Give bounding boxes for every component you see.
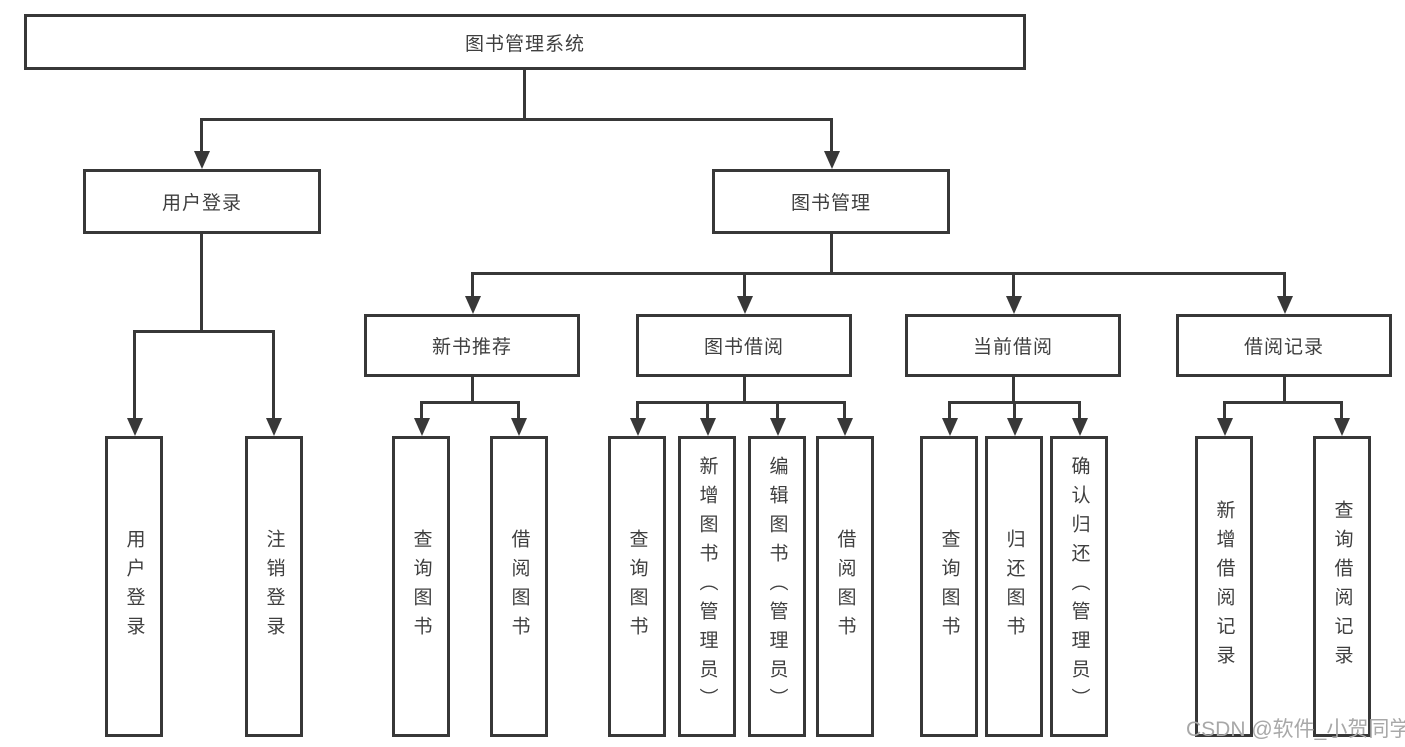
node-book-management: 图书管理 [712, 169, 950, 234]
arrow-down-icon [1006, 296, 1022, 314]
leaf-bb-borrow-book-label: 借阅图书 [834, 528, 856, 645]
arrow-down-icon [1007, 418, 1023, 436]
connector-line [1012, 272, 1015, 298]
arrow-down-icon [127, 418, 143, 436]
node-user-login: 用户登录 [83, 169, 321, 234]
leaf-bb-add-book: 新增图书（管理员） [678, 436, 736, 737]
connector-line [1223, 401, 1343, 404]
leaf-bb-edit-book: 编辑图书（管理员） [748, 436, 806, 737]
leaf-cb-confirm-return: 确认归还（管理员） [1050, 436, 1108, 737]
arrow-down-icon [700, 418, 716, 436]
leaf-logout: 注销登录 [245, 436, 303, 737]
leaf-br-query-record: 查询借阅记录 [1313, 436, 1371, 737]
leaf-nb-borrow-book-label: 借阅图书 [508, 528, 530, 645]
leaf-user-login: 用户登录 [105, 436, 163, 737]
connector-line [133, 330, 275, 333]
connector-line [471, 272, 474, 298]
connector-line [743, 377, 746, 403]
connector-line [200, 118, 833, 121]
leaf-cb-query-book: 查询图书 [920, 436, 978, 737]
node-book-borrow-label: 图书借阅 [703, 337, 784, 358]
node-book-borrow: 图书借阅 [636, 314, 852, 377]
leaf-bb-add-book-label: 新增图书（管理员） [696, 456, 718, 717]
arrow-down-icon [824, 151, 840, 169]
leaf-nb-query-book-label: 查询图书 [410, 528, 432, 645]
connector-line [523, 70, 526, 119]
node-current-borrow: 当前借阅 [905, 314, 1121, 377]
arrow-down-icon [194, 151, 210, 169]
node-borrow-record-label: 借阅记录 [1243, 337, 1324, 358]
connector-line [706, 401, 709, 420]
arrow-down-icon [1334, 418, 1350, 436]
arrow-down-icon [511, 418, 527, 436]
connector-line [272, 330, 275, 420]
node-root: 图书管理系统 [24, 14, 1026, 70]
arrow-down-icon [737, 296, 753, 314]
connector-line [776, 401, 779, 420]
leaf-br-add-record-label: 新增借阅记录 [1213, 499, 1235, 674]
connector-line [1283, 272, 1286, 298]
leaf-cb-confirm-return-label: 确认归还（管理员） [1068, 456, 1090, 717]
connector-line [133, 330, 136, 420]
leaf-bb-query-book: 查询图书 [608, 436, 666, 737]
arrow-down-icon [1217, 418, 1233, 436]
leaf-nb-query-book: 查询图书 [392, 436, 450, 737]
node-new-book-recommend: 新书推荐 [364, 314, 580, 377]
leaf-user-login-label: 用户登录 [123, 528, 145, 645]
connector-line [948, 401, 951, 420]
connector-line [1340, 401, 1343, 420]
leaf-br-add-record: 新增借阅记录 [1195, 436, 1253, 737]
connector-line [636, 401, 846, 404]
leaf-bb-edit-book-label: 编辑图书（管理员） [766, 456, 788, 717]
connector-line [200, 234, 203, 330]
arrow-down-icon [942, 418, 958, 436]
arrow-down-icon [837, 418, 853, 436]
arrow-down-icon [1277, 296, 1293, 314]
csdn-watermark: CSDN @软件_小贺同学 [1186, 718, 1405, 741]
connector-line [517, 401, 520, 420]
arrow-down-icon [465, 296, 481, 314]
arrow-down-icon [1072, 418, 1088, 436]
connector-line [1283, 377, 1286, 403]
connector-line [420, 401, 423, 420]
node-user-login-label: 用户登录 [161, 193, 242, 214]
node-current-borrow-label: 当前借阅 [972, 337, 1053, 358]
leaf-bb-query-book-label: 查询图书 [626, 528, 648, 645]
leaf-cb-query-book-label: 查询图书 [938, 528, 960, 645]
leaf-bb-borrow-book: 借阅图书 [816, 436, 874, 737]
node-book-management-label: 图书管理 [790, 193, 871, 214]
node-new-book-recommend-label: 新书推荐 [431, 337, 512, 358]
node-borrow-record: 借阅记录 [1176, 314, 1392, 377]
connector-line [843, 401, 846, 420]
connector-line [636, 401, 639, 420]
leaf-br-query-record-label: 查询借阅记录 [1331, 499, 1353, 674]
leaf-cb-return-book-label: 归还图书 [1003, 528, 1025, 645]
leaf-nb-borrow-book: 借阅图书 [490, 436, 548, 737]
connector-line [743, 272, 746, 298]
leaf-cb-return-book: 归还图书 [985, 436, 1043, 737]
connector-line [830, 118, 833, 153]
arrow-down-icon [630, 418, 646, 436]
connector-line [420, 401, 520, 404]
node-root-label: 图书管理系统 [464, 33, 585, 55]
connector-line [471, 272, 1285, 275]
arrow-down-icon [414, 418, 430, 436]
connector-line [1012, 377, 1015, 403]
connector-line [200, 118, 203, 153]
connector-line [1013, 401, 1016, 420]
arrow-down-icon [770, 418, 786, 436]
leaf-logout-label: 注销登录 [263, 528, 285, 645]
connector-line [1223, 401, 1226, 420]
arrow-down-icon [266, 418, 282, 436]
connector-line [471, 377, 474, 403]
connector-line [830, 234, 833, 273]
connector-line [1078, 401, 1081, 420]
